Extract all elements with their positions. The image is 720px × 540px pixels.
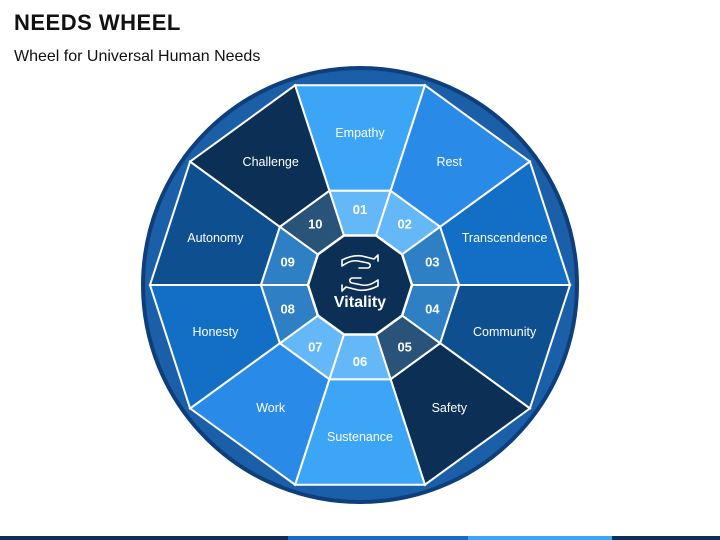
- segment-number-05: 05: [397, 340, 411, 355]
- segment-number-06: 06: [353, 354, 367, 369]
- bottom-bar-segment: [612, 536, 720, 540]
- bottom-bar-segment: [288, 536, 468, 540]
- segment-number-04: 04: [425, 302, 440, 317]
- segment-number-01: 01: [353, 202, 367, 217]
- lower-hand-stroke: [341, 277, 379, 292]
- center-label: Vitality: [334, 294, 386, 311]
- upper-hand-stroke: [341, 254, 379, 269]
- segment-label-10: Challenge: [243, 155, 299, 169]
- segment-label-09: Autonomy: [187, 231, 244, 245]
- inner-segments: [259, 189, 461, 381]
- center-hub: Vitality: [306, 234, 414, 336]
- segment-label-05: Safety: [432, 401, 468, 415]
- bottom-accent-bar: [0, 536, 720, 540]
- segment-label-01: Empathy: [335, 126, 385, 140]
- segment-number-09: 09: [280, 255, 294, 270]
- segment-label-03: Transcendence: [462, 231, 548, 245]
- segment-label-08: Honesty: [192, 325, 239, 339]
- bottom-bar-segment: [0, 536, 288, 540]
- segment-number-02: 02: [397, 217, 411, 232]
- segment-label-06: Sustenance: [327, 430, 393, 444]
- outer-segments: [148, 83, 572, 487]
- bottom-bar-segment: [468, 536, 612, 540]
- segment-label-07: Work: [256, 401, 286, 415]
- page-subtitle: Wheel for Universal Human Needs: [14, 48, 261, 65]
- segment-number-07: 07: [308, 340, 322, 355]
- segment-label-02: Rest: [436, 155, 462, 169]
- segment-number-10: 10: [308, 217, 322, 232]
- page-title: NEEDS WHEEL: [14, 10, 181, 35]
- segment-label-04: Community: [473, 325, 537, 339]
- segment-number-08: 08: [280, 302, 294, 317]
- hands-icon: [341, 254, 379, 292]
- segment-number-03: 03: [425, 255, 439, 270]
